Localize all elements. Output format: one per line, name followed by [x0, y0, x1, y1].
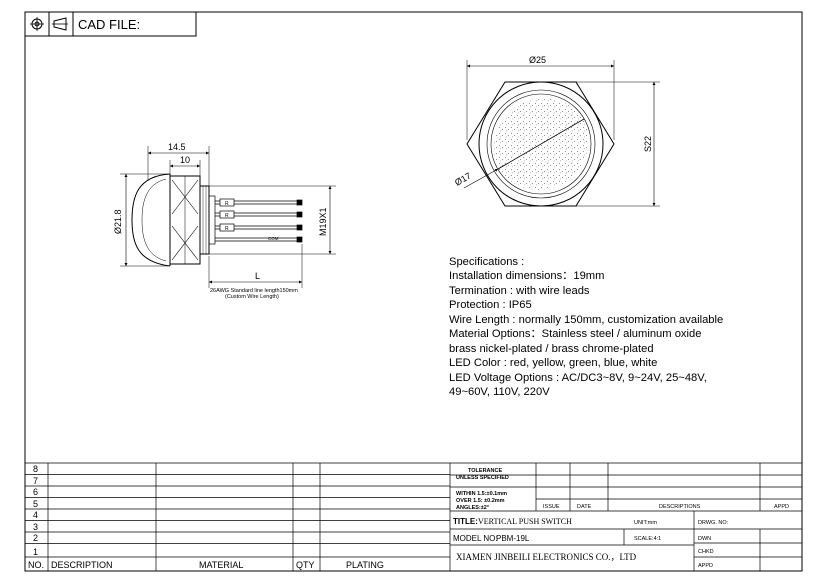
tolerance-line4: OVER 1.5: ±0.2mm — [456, 498, 505, 504]
bom-header-description: DESCRIPTION — [51, 560, 113, 570]
wire-label-2: R — [225, 213, 229, 219]
revision-date: DATE — [577, 504, 592, 510]
spec-line: Material Options：Stainless steel / alumi… — [449, 328, 701, 340]
unit-label: UNIT:mm — [634, 520, 657, 526]
resistor-1 — [219, 198, 235, 207]
company-name: XIAMEN JINBEILI ELECTRONICS CO.，LTD — [456, 552, 637, 562]
switch-thread — [199, 185, 210, 255]
lens-upper-half — [493, 98, 584, 169]
approved-label: APPD — [698, 563, 713, 569]
bezel-outer — [478, 81, 604, 207]
drawn-label: DWN — [698, 536, 711, 542]
spec-line: Wire Length : normally 150mm, customizat… — [449, 314, 723, 326]
model-value: PBM-19L — [496, 534, 530, 543]
tolerance-line3: WITHIN 1.5:±0.1mm — [456, 491, 507, 497]
tolerance-line2: UNLESS SPECIFIED — [456, 475, 509, 481]
projection-circle-icon — [30, 17, 44, 31]
wire-note-line2: (Custom Wire Length) — [225, 294, 279, 300]
dim-thread: M19X1 — [318, 207, 328, 236]
dim-overall-length: 14.5 — [168, 142, 186, 152]
tolerance-line1: TOLERANCE — [468, 468, 502, 474]
dim-body-length: 10 — [180, 155, 190, 165]
spec-line: LED Color : red, yellow, green, blue, wh… — [449, 357, 657, 369]
resistor-2 — [219, 210, 235, 219]
drawing-number-label: DRWG. NO: — [698, 520, 729, 526]
dim-inner-diameter: Ø17 — [453, 171, 473, 188]
scale-label: SCALE:4:1 — [634, 536, 661, 542]
bom-header-qty: QTY — [296, 560, 315, 570]
cad-file-box: CAD FILE: — [24, 11, 197, 37]
bezel-inner — [486, 89, 596, 199]
dim-across-flats: S22 — [643, 136, 653, 152]
sheet-border — [24, 11, 803, 572]
cad-file-label: CAD FILE: — [78, 17, 140, 32]
resistor-3 — [219, 223, 235, 232]
spec-line: brass nickel-plated / brass chrome-plate… — [449, 343, 654, 355]
bom-row-number: 6 — [33, 487, 38, 497]
spec-line: 49~60V, 110V, 220V — [449, 386, 550, 398]
dim-head-diameter: Ø21.8 — [113, 209, 123, 234]
spec-line: LED Voltage Options : AC/DC3~8V, 9~24V, … — [449, 372, 707, 384]
spec-line: Protection : IP65 — [449, 299, 532, 311]
wire-note-line1: 26AWG Standard line length150mm — [210, 288, 298, 294]
bom-header-plating: PLATING — [346, 560, 384, 570]
bom-row-number: 1 — [33, 547, 38, 557]
front-view — [463, 60, 660, 207]
spec-line: Installation dimensions：19mm — [449, 270, 604, 282]
lens-lower-half — [498, 119, 589, 190]
bom-table — [25, 462, 802, 571]
dim-wire-length: L — [255, 271, 260, 281]
projection-cone-icon — [52, 17, 68, 31]
spec-heading: Specifications : — [449, 256, 524, 268]
title-value: VERTICAL PUSH SWITCH — [478, 517, 572, 526]
bom-row-number: 2 — [33, 533, 38, 543]
model-label: MODEL NO: — [453, 534, 498, 543]
title-block — [450, 463, 802, 571]
specifications: Specifications : Installation dimensions… — [449, 256, 723, 398]
spec-line: Termination : with wire leads — [449, 285, 590, 297]
side-view — [120, 146, 336, 288]
title-label: TITLE: — [453, 517, 478, 526]
wire-label-com: COM — [268, 236, 279, 241]
bom-row-number: 8 — [33, 464, 38, 474]
revision-issue: ISSUE — [543, 504, 560, 510]
bom-row-number: 3 — [33, 522, 38, 532]
wire-label-3: R — [225, 226, 229, 232]
bom-header-material: MATERIAL — [199, 560, 243, 570]
tolerance-line5: ANGLES:±2° — [456, 505, 489, 511]
bom-row-number: 5 — [33, 499, 38, 509]
checked-label: CHKD — [698, 549, 714, 555]
bom-row-number: 4 — [33, 510, 38, 520]
dim-outer-diameter: Ø25 — [529, 55, 546, 65]
revision-descriptions: DESCRIPTIONS — [659, 504, 701, 510]
revision-appd: APPD — [774, 504, 789, 510]
lens-circle — [490, 93, 592, 195]
bom-row-number: 7 — [33, 476, 38, 486]
wire-label-1: R — [225, 201, 229, 207]
button-head — [131, 173, 171, 267]
bom-header-no: NO. — [28, 560, 44, 570]
